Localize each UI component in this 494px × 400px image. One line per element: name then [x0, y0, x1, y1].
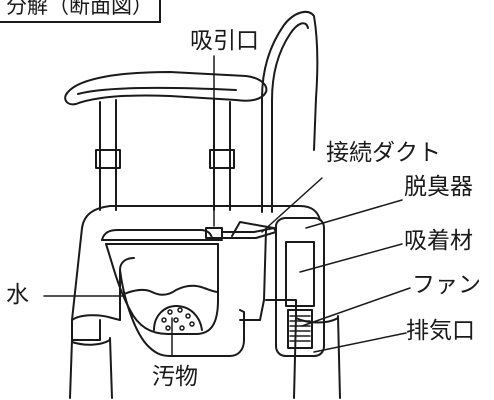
seat-top	[81, 205, 321, 229]
label-adsorbent: 吸着材	[404, 228, 473, 254]
label-water: 水	[6, 282, 29, 308]
connecting-duct	[221, 227, 277, 239]
leader-exhaust	[313, 332, 407, 353]
label-exhaust: 排気口	[406, 318, 475, 344]
fan-grille	[287, 309, 313, 349]
label-duct: 接続ダクト	[326, 140, 441, 166]
leader-deodorizer	[305, 199, 403, 229]
arm-support-right	[213, 99, 231, 211]
adsorbent-box	[285, 241, 315, 307]
arm-support-left	[99, 99, 117, 211]
pail	[105, 243, 219, 335]
backrest-inner	[271, 22, 309, 213]
water-basin	[119, 269, 245, 357]
leg-left	[69, 337, 113, 399]
leader-lines	[43, 55, 411, 357]
leader-adsorbent	[299, 243, 403, 273]
label-intake: 吸引口	[190, 28, 259, 54]
leader-duct	[261, 177, 323, 233]
water-surface	[123, 284, 219, 296]
leader-fan	[301, 287, 411, 327]
armrest	[64, 71, 268, 106]
backrest	[261, 10, 319, 213]
label-deodorizer: 脱臭器	[404, 174, 473, 200]
pail-rim	[101, 229, 213, 241]
label-waste: 汚物	[152, 364, 198, 390]
diagram-title: 分解（断面図）	[0, 0, 161, 23]
deodorizer-unit	[275, 217, 325, 357]
label-fan: ファン	[412, 272, 481, 298]
fan-grille-lines	[289, 315, 311, 342]
waste-heap	[153, 305, 203, 331]
